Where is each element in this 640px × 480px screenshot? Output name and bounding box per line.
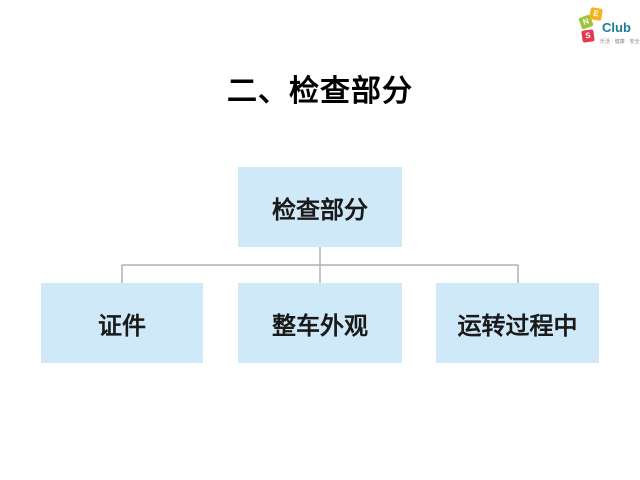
child-node-documents: 证件 bbox=[41, 283, 203, 363]
club-logo: N E S Club 乐活 · 健康 · 安全 bbox=[572, 4, 640, 50]
child-node-label: 整车外观 bbox=[272, 311, 368, 340]
page-title: 二、检查部分 bbox=[227, 74, 413, 109]
child-node-operation: 运转过程中 bbox=[436, 283, 599, 363]
root-node: 检查部分 bbox=[238, 167, 402, 247]
logo-name: Club bbox=[602, 20, 631, 35]
child-node-label: 证件 bbox=[98, 311, 146, 340]
logo-tagline: 乐活 · 健康 · 安全 bbox=[600, 39, 640, 45]
root-node-label: 检查部分 bbox=[272, 195, 368, 224]
child-node-exterior: 整车外观 bbox=[238, 283, 402, 363]
child-node-label: 运转过程中 bbox=[457, 311, 578, 340]
